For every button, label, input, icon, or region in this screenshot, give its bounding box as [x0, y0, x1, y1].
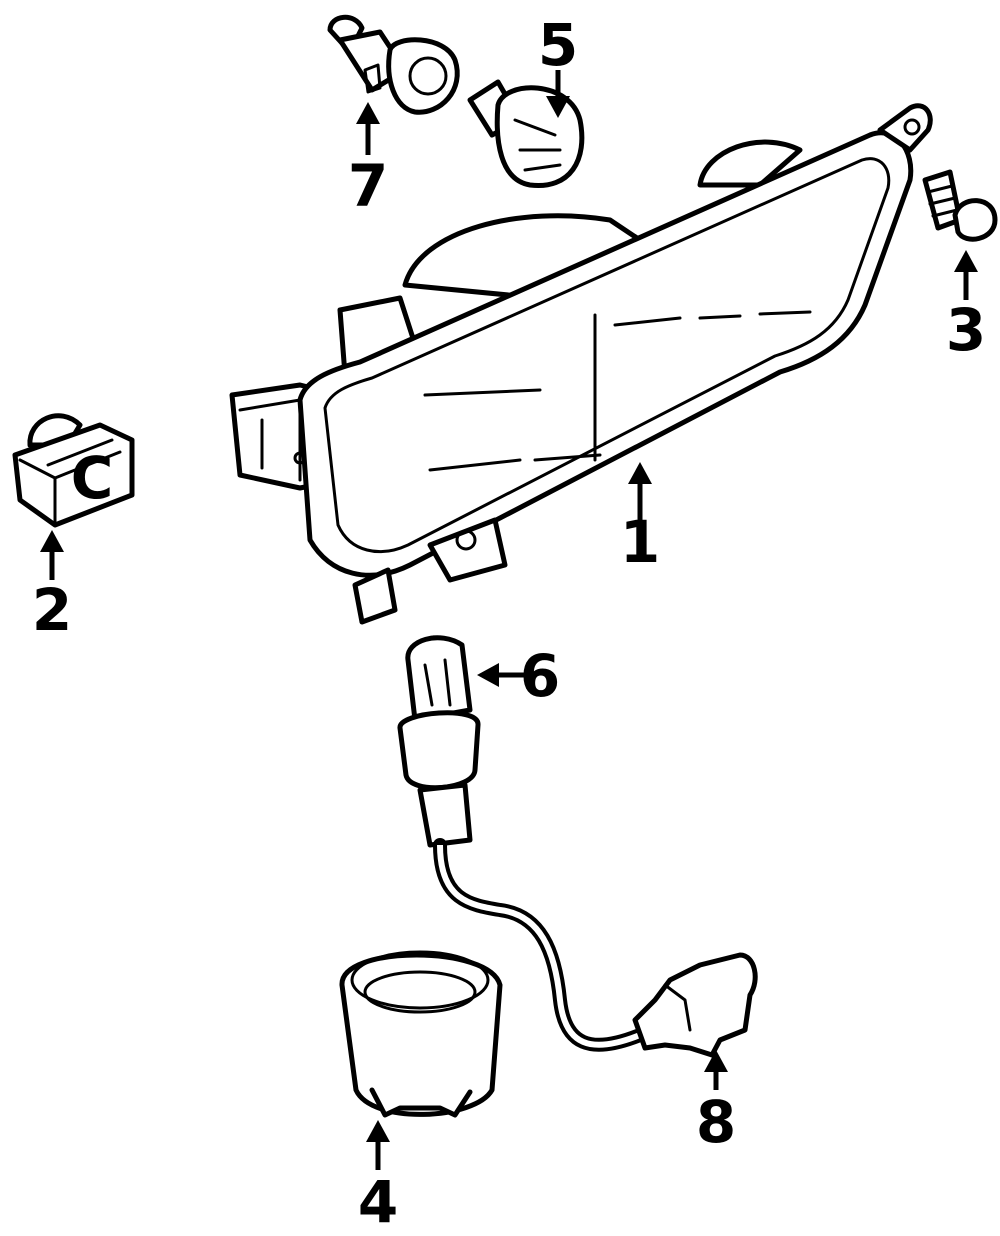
bulb-socket-upper [327, 14, 460, 115]
callout-8-label: 8 [696, 1088, 736, 1156]
screw [922, 169, 998, 242]
fog-lamp-assembly [229, 103, 933, 625]
callout-5-label: 5 [538, 11, 578, 79]
clip-mark-text: C [71, 444, 114, 512]
callout-1: 1 [620, 462, 660, 576]
callout-3-label: 3 [946, 296, 986, 364]
bulb-lower [405, 635, 473, 723]
retaining-clip [12, 413, 135, 528]
callout-6-label: 6 [520, 642, 560, 710]
callout-7: 7 [348, 102, 388, 220]
socket-harness [339, 710, 758, 1118]
callout-8: 8 [696, 1050, 736, 1156]
callout-1-label: 1 [620, 508, 660, 576]
callout-2: 2 [32, 530, 72, 644]
callout-5: 5 [538, 11, 578, 118]
callout-6: 6 [477, 642, 560, 710]
callout-4-label: 4 [358, 1168, 398, 1236]
callout-7-label: 7 [348, 152, 388, 220]
bulb-upper [467, 79, 585, 189]
callout-3: 3 [946, 250, 986, 364]
callout-4: 4 [358, 1120, 398, 1236]
callout-2-label: 2 [32, 576, 72, 644]
